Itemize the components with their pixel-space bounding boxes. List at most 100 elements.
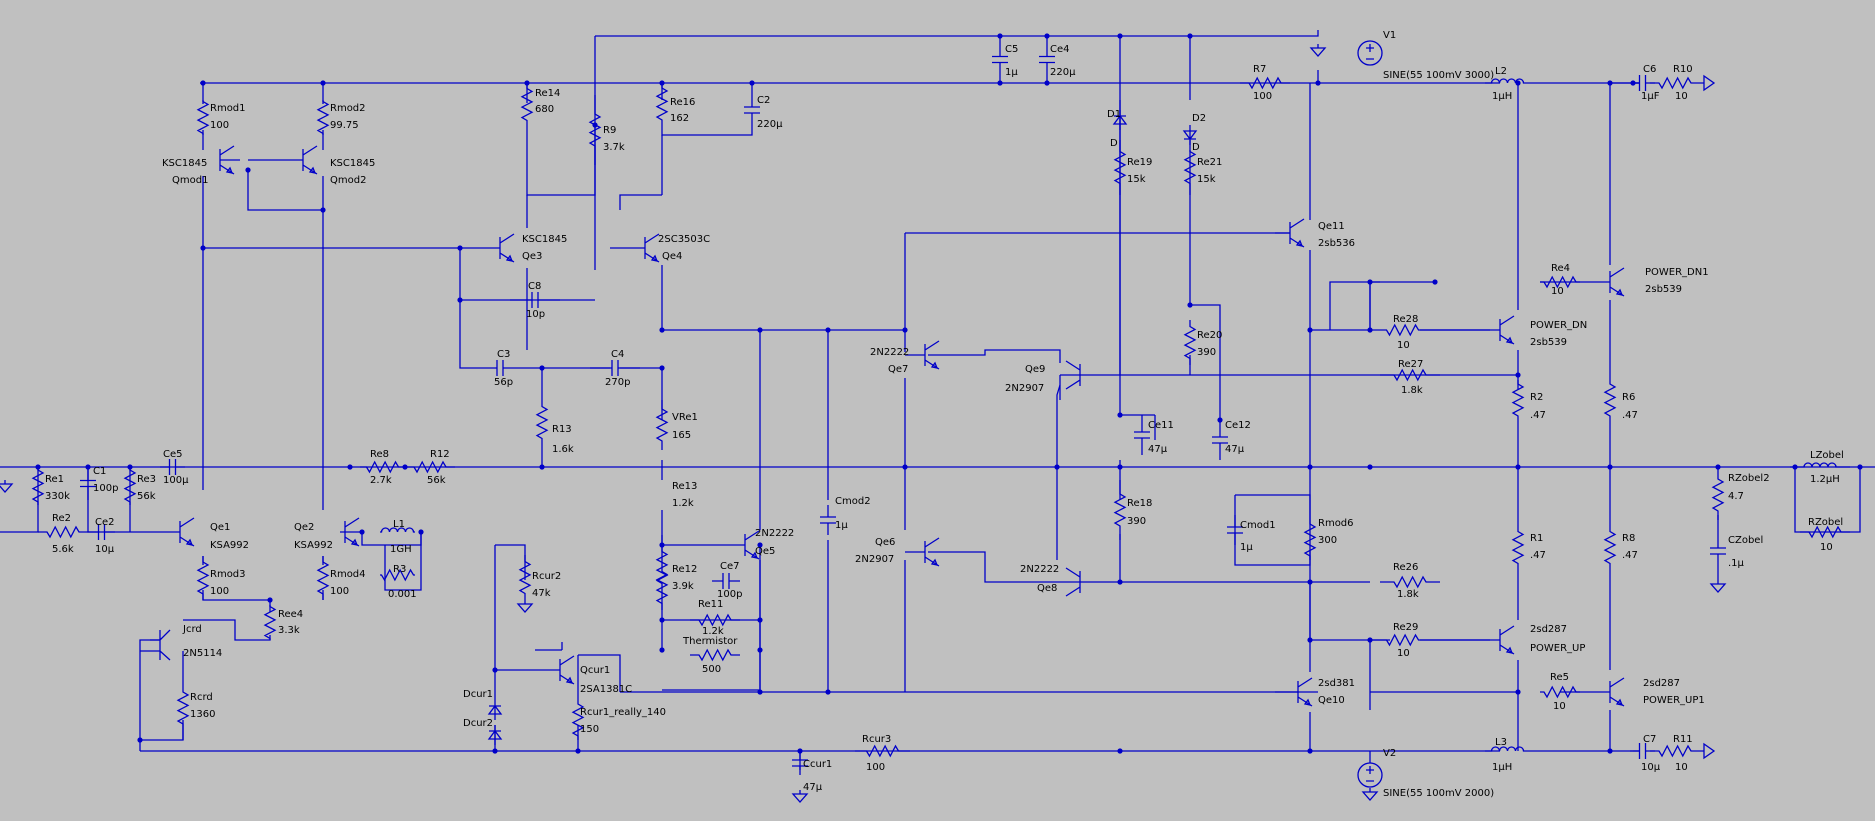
label-ccur1_v: 47μ (803, 782, 823, 793)
junction-dot (757, 617, 763, 623)
transistor-power-dn (1435, 315, 1515, 345)
label-rmod6_v: 300 (1318, 535, 1337, 546)
junction-dot (200, 245, 206, 251)
junction-dot (320, 80, 326, 86)
label-re28: Re28 (1393, 314, 1418, 325)
ground-icon (1709, 580, 1727, 593)
labels: Rmod1100Rmod299.75KSC1845Qmod1KSC1845Qmo… (45, 30, 1844, 799)
label-qe3_t: KSC1845 (522, 234, 567, 245)
junction-dot (457, 297, 463, 303)
junction-dot (1187, 33, 1193, 39)
wire (928, 349, 1061, 363)
junction-dot (492, 667, 498, 673)
label-ce11: Ce11 (1148, 420, 1174, 431)
junction-dot (418, 529, 424, 535)
label-qe2_t: KSA992 (294, 540, 333, 551)
label-qe2: Qe2 (294, 522, 314, 533)
capacitor-ce5 (160, 459, 185, 475)
label-c2_v: 220μ (757, 119, 783, 130)
label-rcur2: Rcur2 (532, 571, 561, 582)
ground-icon (791, 790, 809, 803)
label-c1_v: 100p (93, 483, 118, 494)
label-qmod1_t: KSC1845 (162, 158, 207, 169)
label-cmod2_v: 1μ (835, 520, 848, 531)
transistor-qe11 (1275, 218, 1305, 248)
wire (928, 551, 1060, 583)
label-v1_v: SINE(55 100mV 3000) (1383, 70, 1494, 81)
label-r8_v: .47 (1622, 550, 1638, 561)
label-r6_v: .47 (1622, 410, 1638, 421)
transistor-qmod2 (248, 145, 318, 175)
label-vre1: VRe1 (672, 412, 698, 423)
resistor-re1 (31, 467, 45, 505)
resistor-rzobel (1800, 525, 1850, 539)
label-qe3: Qe3 (522, 251, 542, 262)
label-pup1: 2sd287 (1643, 678, 1680, 689)
wire (384, 532, 422, 591)
label-cmod2: Cmod2 (835, 496, 871, 507)
label-qmod2: Qmod2 (330, 175, 366, 186)
junction-dot (1307, 748, 1313, 754)
label-rmod6: Rmod6 (1318, 518, 1354, 529)
transistor-qcur1 (535, 655, 575, 685)
label-qe6_t: 2N2907 (855, 554, 894, 565)
label-re27: Re27 (1398, 359, 1423, 370)
label-pdn1_t: 2sb539 (1645, 284, 1682, 295)
resistor-re16 (655, 83, 669, 125)
label-re21: Re21 (1197, 157, 1222, 168)
resistor-r7 (1240, 76, 1290, 90)
label-rcur1_v: 150 (580, 724, 599, 735)
label-r10: R10 (1673, 64, 1693, 75)
label-qe5: Qe5 (755, 546, 775, 557)
transistor-power-dn1 (1580, 267, 1625, 297)
label-rmod2: Rmod2 (330, 103, 366, 114)
label-re28_v: 10 (1397, 340, 1410, 351)
label-re2: Re2 (52, 513, 71, 524)
junction-dot (757, 689, 763, 695)
label-ce12_v: 47μ (1225, 444, 1245, 455)
junction-dot (1857, 464, 1863, 470)
label-qe10_t: 2sd381 (1318, 678, 1355, 689)
label-v1: V1 (1383, 30, 1396, 41)
label-rzobel_v: 10 (1820, 542, 1833, 553)
label-pdn1: POWER_DN1 (1645, 267, 1709, 278)
wire (1329, 281, 1380, 330)
resistor-r6 (1603, 380, 1617, 420)
capacitor-c1 (80, 467, 96, 500)
label-qcur1: Qcur1 (580, 665, 610, 676)
capacitor-ccur1 (792, 751, 808, 775)
resistor-r10 (1650, 76, 1700, 90)
label-re8: Re8 (370, 449, 389, 460)
junction-dot (539, 464, 545, 470)
label-re12_v: 3.9k (672, 581, 694, 592)
capacitor-c4 (590, 360, 640, 376)
resistor-rcur1 (571, 700, 585, 740)
label-c8_v: 10p (526, 309, 545, 320)
junction-dot (1515, 80, 1521, 86)
junction-dot (659, 647, 665, 653)
resistor-re11 (690, 613, 740, 627)
junction-dot (347, 464, 353, 470)
jfet-jcrd (150, 629, 171, 661)
resistor-ree4 (263, 605, 277, 640)
label-c8: C8 (528, 281, 541, 292)
capacitor-c2 (744, 95, 760, 125)
junction-dot (359, 529, 365, 535)
label-qcur1_t: 2SA1381C (580, 684, 632, 695)
label-qe11: Qe11 (1318, 221, 1345, 232)
wire (619, 194, 662, 210)
label-v2_v: SINE(55 100mV 2000) (1383, 788, 1494, 799)
label-re11: Re11 (698, 599, 723, 610)
junction-dot (1515, 372, 1521, 378)
wire (595, 30, 1319, 37)
label-re4_v: 10 (1551, 286, 1564, 297)
label-qe8_t: 2N2222 (1020, 564, 1059, 575)
label-d1_v: D (1110, 138, 1118, 149)
label-v2: V2 (1383, 748, 1396, 759)
capacitor-ce4 (1039, 36, 1055, 83)
junction-dot (902, 327, 908, 333)
junction-dot (1432, 279, 1438, 285)
transistor-qe9 (1060, 360, 1081, 390)
label-r9: R9 (603, 125, 616, 136)
junction-dot (659, 327, 665, 333)
